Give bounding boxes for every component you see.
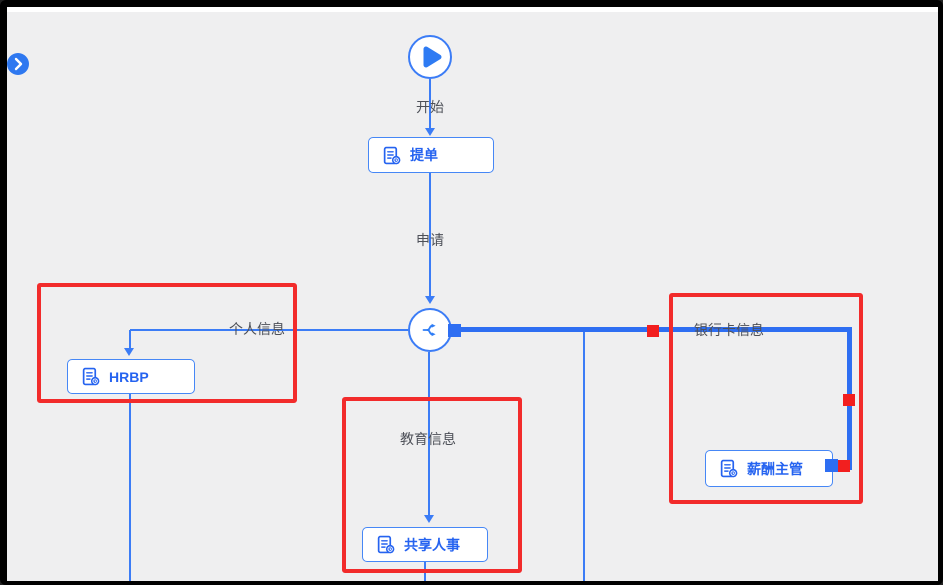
edge-start-to-submit[interactable] bbox=[429, 79, 431, 130]
condition-label-bankcard: 银行卡信息 bbox=[694, 322, 764, 338]
highlight-rect-education bbox=[342, 397, 522, 573]
approver-node-hrbp[interactable]: HRBP bbox=[67, 359, 195, 394]
condition-label-education: 教育信息 bbox=[400, 431, 456, 447]
edge-source-handle[interactable] bbox=[448, 324, 461, 337]
node-label: 提单 bbox=[410, 147, 438, 163]
edge-branch-personal-v[interactable] bbox=[129, 330, 131, 348]
node-label: 共享人事 bbox=[404, 536, 460, 553]
edge-submit-to-branch[interactable] bbox=[429, 173, 431, 296]
edge-branch-personal-h[interactable] bbox=[130, 329, 408, 331]
submit-node[interactable]: 提单 bbox=[368, 137, 494, 173]
highlight-rect-personal bbox=[37, 283, 297, 403]
chevron-right-icon bbox=[7, 53, 29, 75]
apply-edge-label: 申请 bbox=[416, 232, 444, 248]
form-icon bbox=[382, 146, 401, 165]
start-label: 开始 bbox=[416, 99, 444, 115]
edge-extra-branch-down[interactable] bbox=[583, 331, 585, 581]
branch-icon bbox=[420, 320, 440, 340]
top-strip bbox=[7, 7, 938, 12]
expand-sidebar-button[interactable] bbox=[7, 53, 29, 75]
edge-drag-handle[interactable] bbox=[838, 460, 850, 472]
node-label: HRBP bbox=[109, 368, 149, 385]
play-icon bbox=[410, 37, 450, 77]
arrowhead bbox=[424, 515, 434, 523]
form-icon bbox=[719, 459, 738, 478]
edge-hrbp-down[interactable] bbox=[129, 394, 131, 581]
edge-target-handle[interactable] bbox=[825, 459, 838, 472]
approver-node-compensation[interactable]: 薪酬主管 bbox=[705, 450, 833, 487]
approver-node-shared-hr[interactable]: 共享人事 bbox=[362, 527, 488, 562]
edge-drag-handle[interactable] bbox=[647, 325, 659, 337]
branch-node[interactable] bbox=[408, 308, 452, 352]
edge-drag-handle[interactable] bbox=[843, 394, 855, 406]
edge-branch-education[interactable] bbox=[428, 352, 430, 515]
node-label: 薪酬主管 bbox=[747, 460, 803, 477]
form-icon bbox=[81, 367, 100, 386]
highlight-rect-bankcard bbox=[669, 293, 863, 504]
arrowhead bbox=[425, 296, 435, 304]
start-node[interactable] bbox=[408, 35, 452, 79]
form-icon bbox=[376, 535, 395, 554]
arrowhead bbox=[124, 348, 134, 356]
arrowhead bbox=[425, 128, 435, 136]
condition-label-personal: 个人信息 bbox=[229, 321, 285, 337]
